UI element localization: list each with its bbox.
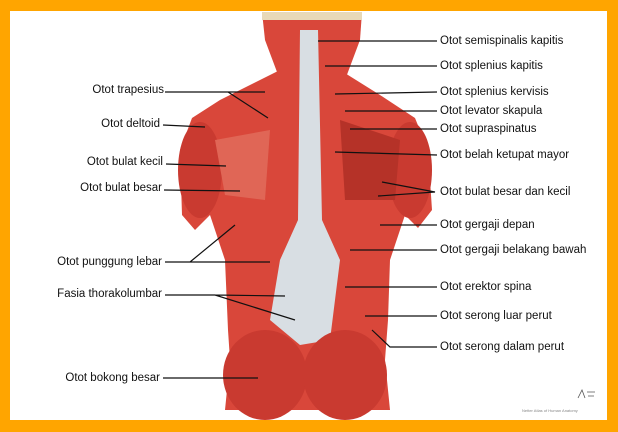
label-fasia-thorakolumbar: Fasia thorakolumbar — [57, 288, 162, 300]
left-scapula-region — [215, 130, 270, 200]
label-deltoid: Otot deltoid — [101, 118, 160, 130]
spine-fascia — [270, 30, 340, 345]
label-gergaji-depan: Otot gergaji depan — [440, 219, 535, 231]
label-splenius-kervisis: Otot splenius kervisis — [440, 86, 549, 98]
label-belah-ketupat-mayor: Otot belah ketupat mayor — [440, 149, 570, 161]
left-gluteal — [223, 330, 307, 420]
credit-text: Netter Atlas of Human Anatomy — [522, 408, 578, 413]
label-bulat-besar-dan-kecil: Otot bulat besar dan kecil — [440, 186, 571, 198]
skull-base — [262, 12, 362, 20]
label-splenius-kapitis: Otot splenius kapitis — [440, 60, 543, 72]
label-supraspinatus: Otot supraspinatus — [440, 123, 537, 135]
leader-lines — [162, 40, 438, 379]
netter-signature — [577, 389, 595, 399]
label-levator-skapula: Otot levator skapula — [440, 105, 543, 117]
label-gergaji-belakang-bawah: Otot gergaji belakang bawah — [440, 244, 587, 256]
left-deltoid — [178, 122, 222, 218]
right-gluteal — [303, 330, 387, 420]
label-serong-dalam-perut: Otot serong dalam perut — [440, 341, 565, 353]
label-erektor-spina: Otot erektor spina — [440, 281, 532, 293]
right-scapula-region — [340, 120, 400, 200]
label-bokong-besar: Otot bokong besar — [65, 372, 160, 384]
label-punggung-lebar: Otot punggung lebar — [57, 256, 162, 268]
label-bulat-besar: Otot bulat besar — [80, 182, 162, 194]
label-bulat-kecil: Otot bulat kecil — [86, 156, 163, 168]
label-serong-luar-perut: Otot serong luar perut — [440, 310, 552, 322]
label-trapesius: Otot trapesius — [92, 84, 164, 96]
label-semispinalis-kapitis: Otot semispinalis kapitis — [440, 35, 564, 47]
